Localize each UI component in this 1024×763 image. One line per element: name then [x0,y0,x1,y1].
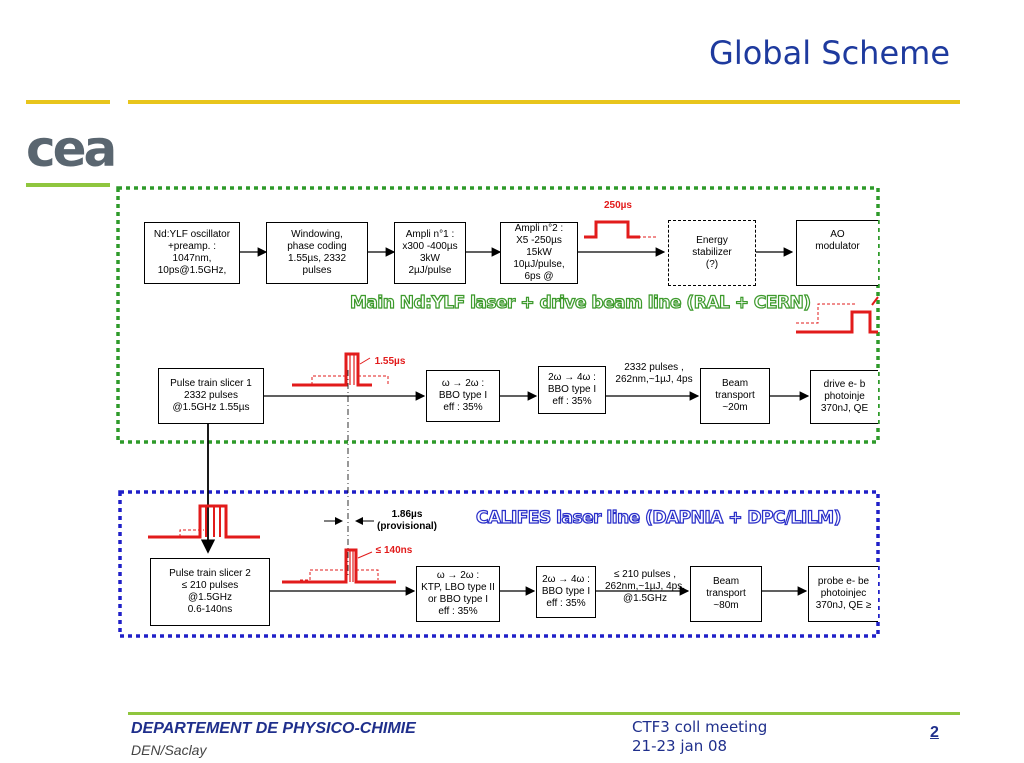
amplifier-2-box: Ampli n°2 : X5 -250µs 15kW 10µJ/pulse, 6… [500,222,578,284]
label-250us: 250µs [603,200,632,211]
label-pulses-row2: 2332 pulses , 262nm,~1µJ, 4ps [615,362,693,385]
main-laser-frame [116,186,880,444]
footer-rule [128,712,960,715]
pulse-1-55us [292,352,389,387]
energy-stabilizer-box: Energy stabilizer (?) [668,220,756,286]
pulse-train-slicer-1-box: Pulse train slicer 1 2332 pulses @1.5GHz… [158,368,264,424]
pulse-250us [584,220,658,239]
footer-department: DEPARTEMENT DE PHYSICO-CHIMIE [131,720,416,737]
pulse-140ns [282,548,396,584]
pulse-train-slicer-2-box: Pulse train slicer 2 ≤ 210 pulses @1.5GH… [150,558,270,626]
beam-transport-2-box: Beam transport ~80m [690,566,762,622]
cea-logo: cea [26,120,117,178]
ao-modulator-box: AO modulator [796,220,878,286]
califes-frame [118,490,880,638]
header-rule-left [26,100,110,104]
page-title: Global Scheme [709,34,950,72]
shg-stage-2-box: ω → 2ω : KTP, LBO type II or BBO type I … [416,566,500,622]
fhg-stage-1-box: 2ω → 4ω : BBO type I eff : 35% [538,366,606,414]
header-rule [128,100,960,104]
amplifier-1-box: Ampli n°1 : x300 -400µs 3kW 2µJ/pulse [394,222,466,284]
label-1-86us: 1.86µs (provisional) [376,509,437,532]
califes-section-title: CALIFES laser line (DAPNIA + DPC/LILM) [475,507,842,528]
windowing-box: Windowing, phase coding 1.55µs, 2332 pul… [266,222,368,284]
pulse-slicer2-input [148,504,260,539]
label-1-55us: 1.55µs [374,356,406,367]
oscillator-box: Nd:YLF oscillator +preamp. : 1047nm, 10p… [144,222,240,284]
beam-transport-1-box: Beam transport ~20m [700,368,770,424]
main-laser-section-title: Main Nd:YLF laser + drive beam line (RAL… [349,292,811,313]
shg-stage-1-box: ω → 2ω : BBO type I eff : 35% [426,370,500,422]
label-pulses-row3: ≤ 210 pulses , 262nm,~1µJ, 4ps, @1.5GHz [605,569,685,604]
footer-den-saclay: DEN/Saclay [131,742,207,758]
probe-photoinjector-box: probe e- be photoinjec 370nJ, QE ≥ [808,566,878,622]
page-number: 2 [930,724,939,741]
footer-meeting: CTF3 coll meeting 21-23 jan 08 [632,718,768,755]
fhg-stage-2-box: 2ω → 4ω : BBO type I eff : 35% [536,566,596,618]
label-140ns: ≤ 140ns [375,545,413,556]
drive-photoinjector-box: drive e- b photoinje 370nJ, QE [810,370,878,424]
logo-rule [26,183,110,187]
pulse-ao-output [796,296,879,334]
